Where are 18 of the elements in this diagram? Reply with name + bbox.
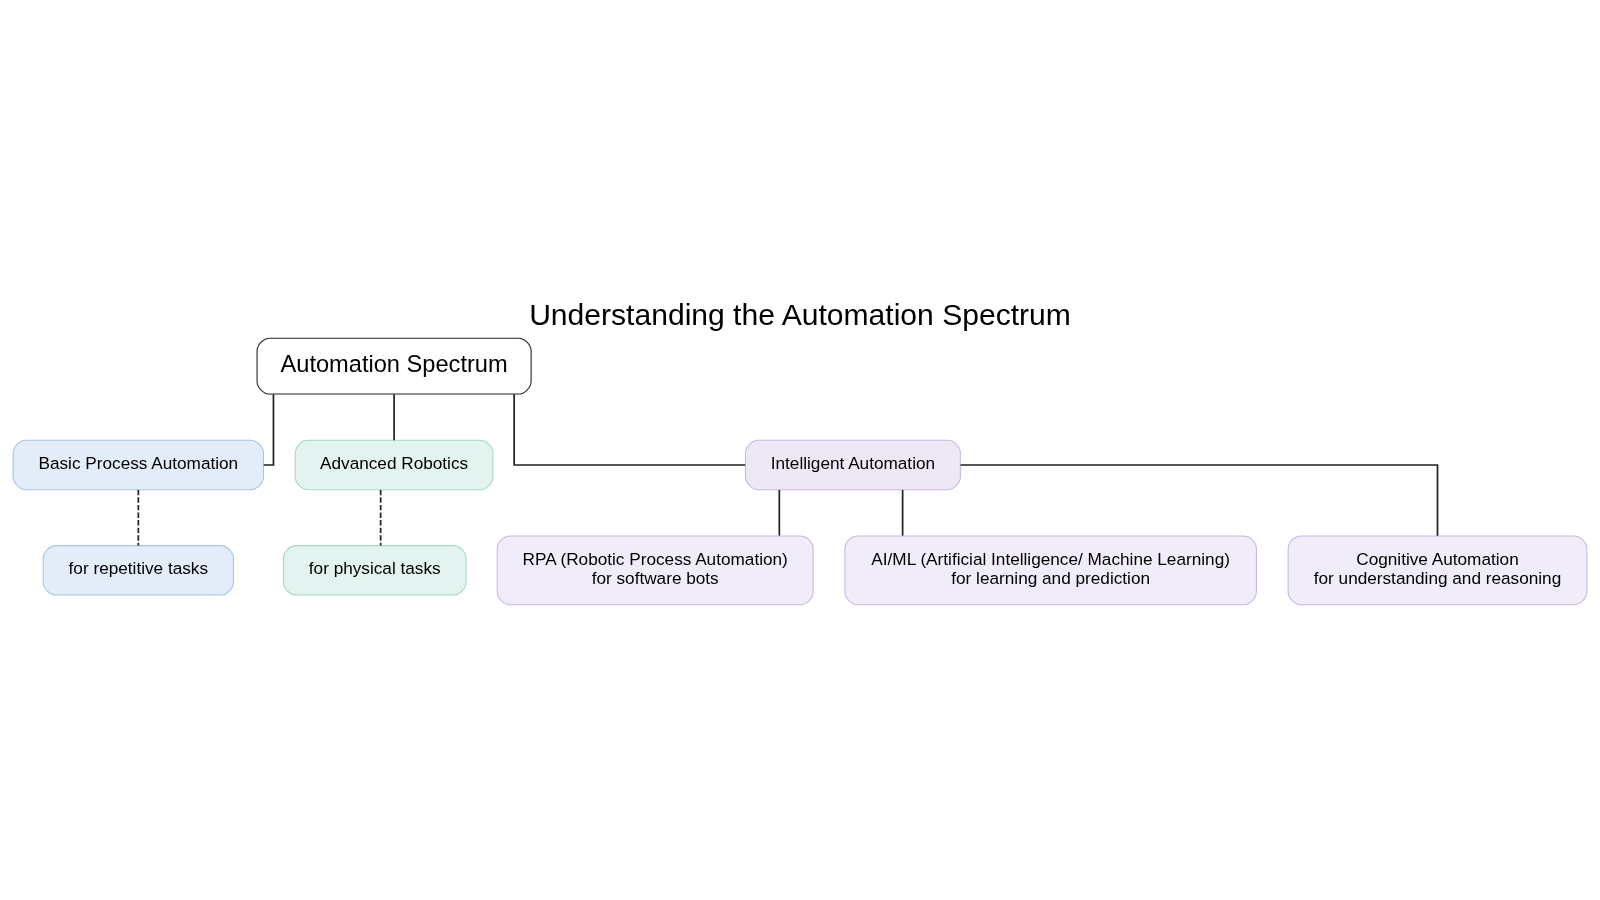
connector	[137, 488, 140, 546]
connector	[901, 488, 904, 536]
connector	[379, 488, 382, 546]
node-box: Cognitive Automation for understanding and reasoning	[1287, 534, 1588, 605]
node-box: for repetitive tasks	[42, 544, 234, 596]
node-box: AI/ML (Artificial Intelligence/ Machine Learning) for learning and prediction	[844, 534, 1257, 605]
node-box: for physical tasks	[282, 544, 467, 596]
node-box: Basic Process Automation	[12, 439, 265, 490]
node-box: Automation Spectrum	[256, 337, 532, 395]
connector	[778, 488, 781, 536]
connector	[393, 392, 395, 441]
connector	[262, 392, 275, 466]
diagram-title: Understanding the Automation Spectrum	[529, 297, 1071, 331]
connector	[959, 463, 1439, 537]
node-box: Intelligent Automation	[744, 439, 961, 490]
node-box: Advanced Robotics	[294, 439, 494, 490]
node-box: RPA (Robotic Process Automation) for software bots	[496, 534, 814, 605]
connector	[513, 392, 747, 466]
